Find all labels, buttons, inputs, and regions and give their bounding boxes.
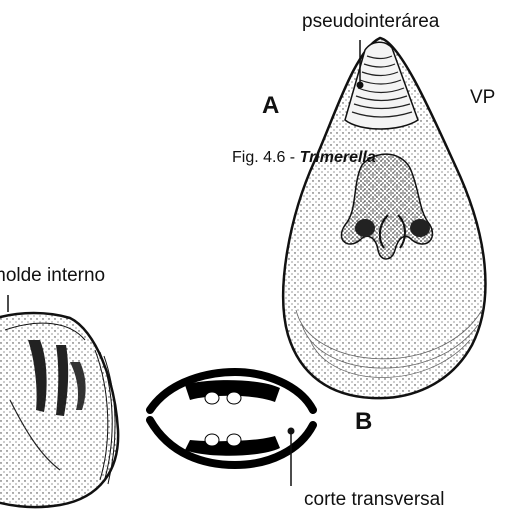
corte-transversal-label: corte transversal [304,490,444,509]
figure-caption: Fig. 4.6 - Trimerella [232,150,376,166]
caption-prefix: Fig. 4.6 - [232,149,300,166]
vp-label: VP [470,88,495,107]
panel-a-label: A [262,94,279,118]
cross-section-drawing [150,372,313,486]
panel-b-label: B [355,410,372,434]
molde-interno-label: molde interno [0,266,105,285]
internal-mold-drawing [0,295,118,507]
pseudointerarea-label: pseudointerárea [302,12,439,31]
ventral-valve-drawing [283,38,485,398]
caption-genus: Trimerella [300,149,376,166]
